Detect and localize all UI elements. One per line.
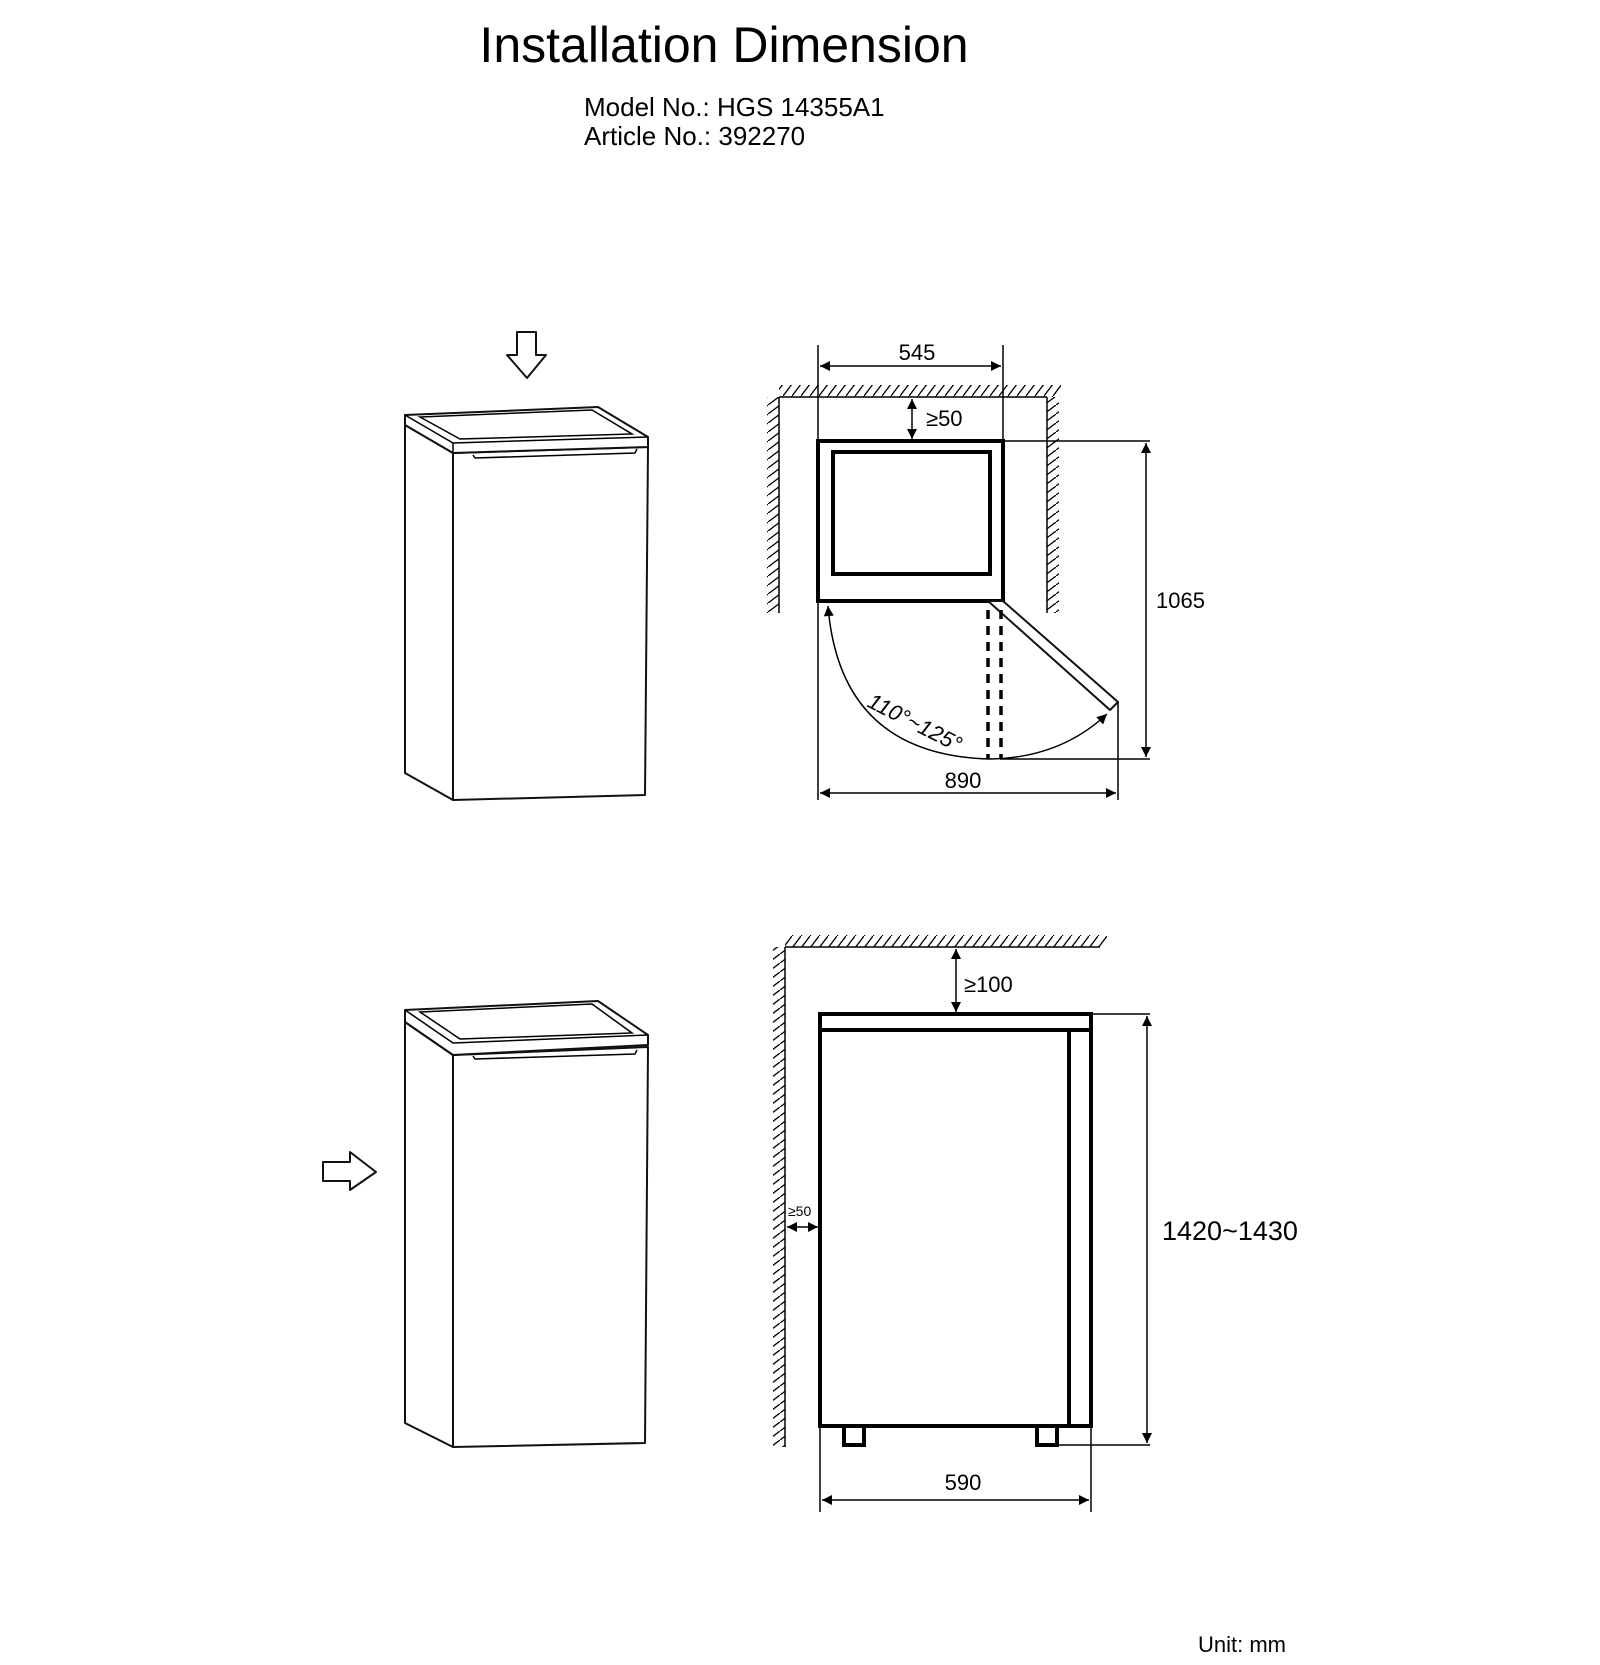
arrow-right-icon	[322, 1151, 377, 1191]
width-dimension-label: 545	[899, 340, 936, 365]
height-dimension-label: 1420~1430	[1162, 1216, 1298, 1246]
plan-view-drawing: 545 ≥50 1065 110°~125° 890	[767, 340, 1205, 800]
depth-dimension-label: 590	[945, 1470, 982, 1495]
page-title: Installation Dimension	[479, 17, 968, 73]
article-number: Article No.: 392270	[584, 121, 805, 151]
fridge-perspective-side-view-indicator	[322, 1000, 649, 1448]
side-view-drawing: ≥100 1420~1430 ≥50 590	[773, 935, 1298, 1512]
top-clearance-label: ≥100	[964, 972, 1013, 997]
side-clearance-label: ≥50	[788, 1203, 811, 1219]
unit-label: Unit: mm	[1198, 1632, 1286, 1657]
model-number: Model No.: HGS 14355A1	[584, 92, 885, 122]
rear-clearance-label: ≥50	[926, 406, 963, 431]
fridge-perspective-top-view-indicator	[404, 331, 649, 801]
depth-door-open-label: 1065	[1156, 588, 1205, 613]
width-door-open-label: 890	[945, 768, 982, 793]
arrow-down-icon	[506, 331, 547, 379]
